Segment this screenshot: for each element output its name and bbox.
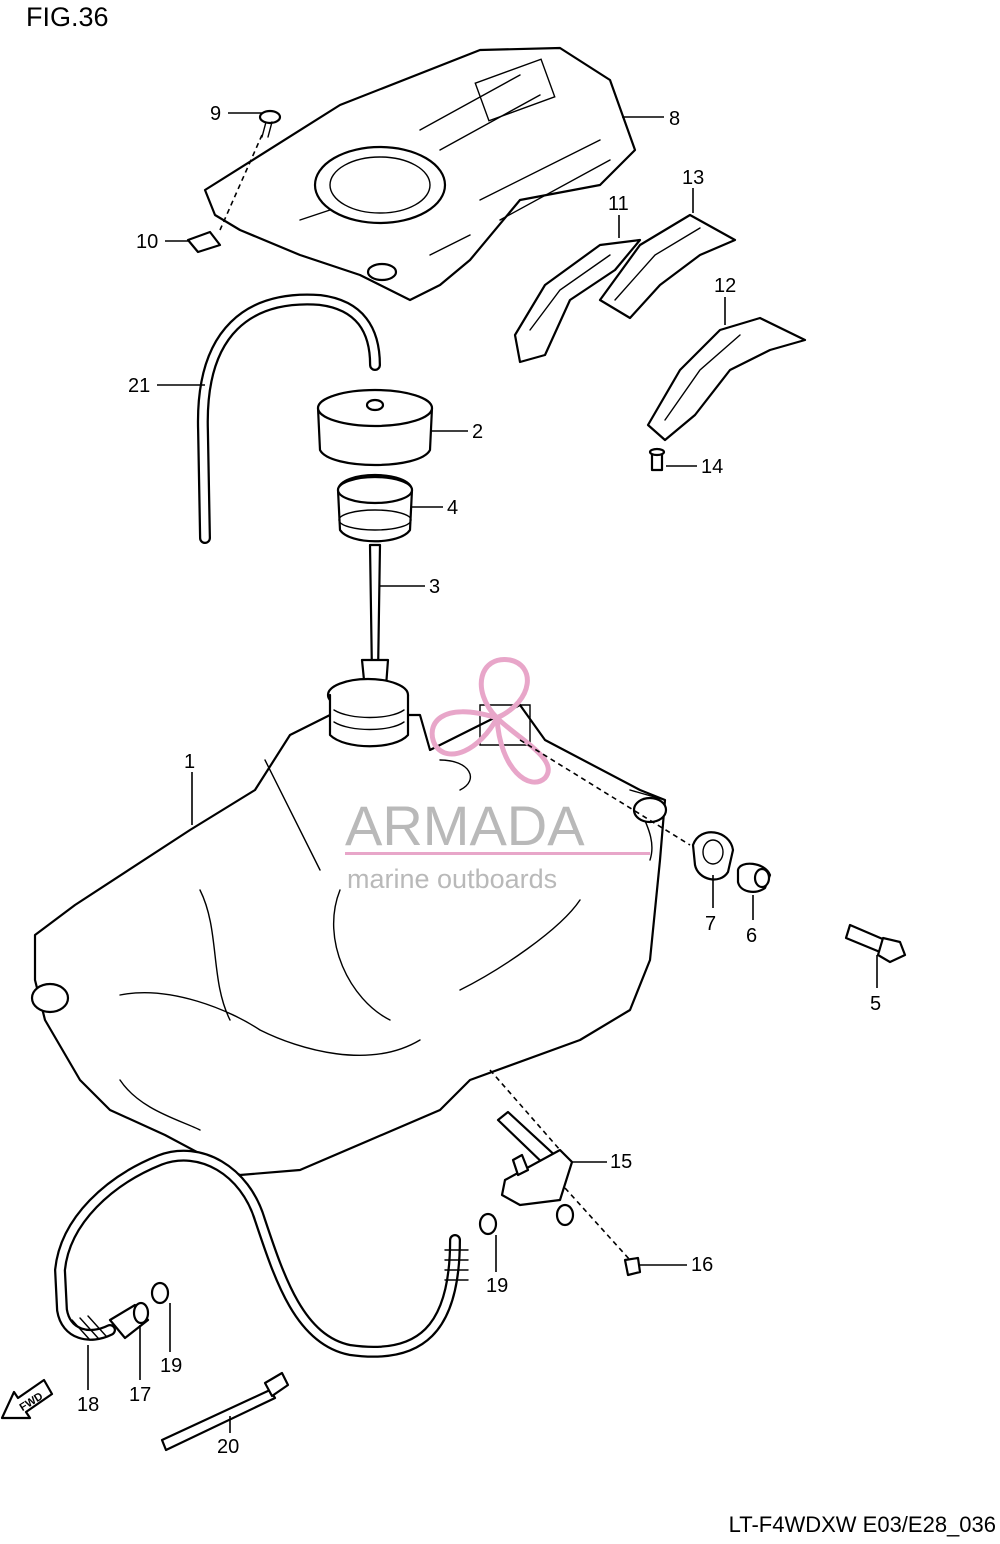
leader-lines <box>87 112 878 1433</box>
callout-20: 20 <box>217 1436 239 1458</box>
fuel-hose-18-part <box>53 1149 469 1358</box>
breather-hose-21-part <box>196 293 381 544</box>
tank-cover-part <box>203 46 637 302</box>
cable-tie-20-part <box>160 1371 290 1452</box>
fuel-cock-15-part <box>496 1110 575 1227</box>
callout-8: 8 <box>669 108 680 130</box>
figure-title: FIG.36 <box>26 2 109 32</box>
gauge-rod-3-part <box>360 543 390 702</box>
callout-13: 13 <box>682 167 704 189</box>
callout-labels: 1 2 3 4 5 6 7 8 9 10 11 12 13 14 15 16 1… <box>77 103 881 1458</box>
callout-18: 18 <box>77 1394 99 1416</box>
fwd-arrow-icon: FWD <box>0 1378 54 1420</box>
callout-10: 10 <box>136 231 158 253</box>
collar-6-part <box>736 862 772 893</box>
watermark-brand: ARMADA <box>345 794 585 857</box>
bracket-11-part <box>513 238 642 364</box>
callout-17: 17 <box>129 1384 151 1406</box>
callout-6: 6 <box>746 925 757 947</box>
fuel-cap-2-part <box>316 388 434 467</box>
callout-12: 12 <box>714 275 736 297</box>
callout-19-left: 19 <box>160 1355 182 1377</box>
diagram-code: LT-F4WDXW E03/E28_036 <box>728 1512 996 1537</box>
callout-19-right: 19 <box>486 1275 508 1297</box>
callout-2: 2 <box>472 421 483 443</box>
bracket-12-part <box>646 316 807 442</box>
callout-3: 3 <box>429 576 440 598</box>
grommet-7-part <box>691 831 735 881</box>
bracket-13-part <box>598 213 737 320</box>
callout-15: 15 <box>610 1151 632 1173</box>
armada-watermark: ARMADA marine outboards <box>345 657 650 894</box>
joint-17-part <box>108 1301 150 1340</box>
callout-4: 4 <box>447 497 458 519</box>
bolt-14-part <box>648 447 666 472</box>
screw-16-part <box>623 1256 642 1277</box>
callout-5: 5 <box>870 993 881 1015</box>
bolt-5-part <box>844 923 907 964</box>
clamp-19-part <box>150 1212 498 1305</box>
fuel-tank-1-part <box>30 677 668 1177</box>
callout-1: 1 <box>184 751 195 773</box>
strainer-4-part <box>336 474 414 543</box>
clip-nut-10-part <box>186 230 222 254</box>
callout-21: 21 <box>128 375 150 397</box>
callout-14: 14 <box>701 456 723 478</box>
watermark-tagline: marine outboards <box>347 864 557 894</box>
callout-16: 16 <box>691 1254 713 1276</box>
callout-9: 9 <box>210 103 221 125</box>
screw-9-part <box>258 109 282 138</box>
callout-11: 11 <box>608 193 629 215</box>
callout-7: 7 <box>705 913 716 935</box>
